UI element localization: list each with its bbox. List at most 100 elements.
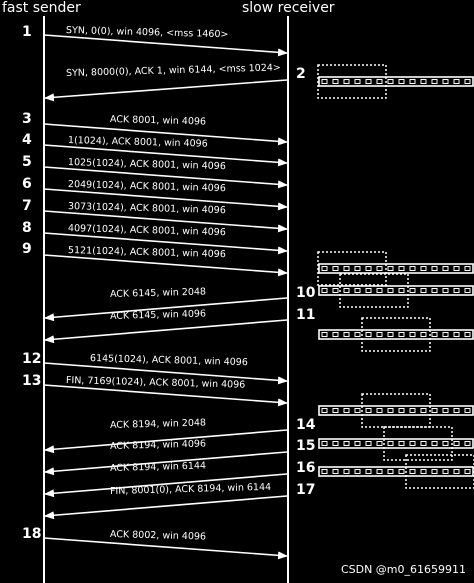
- buffer-cell: [464, 408, 471, 413]
- message-arrow: [43, 254, 288, 277]
- buffer-cell: [365, 332, 372, 337]
- step-number: 4: [22, 132, 32, 148]
- buffer-cell: [332, 332, 339, 337]
- buffer-cell: [398, 79, 405, 84]
- step-number: 17: [296, 482, 316, 498]
- window-outline: [405, 454, 474, 489]
- buffer-cell: [464, 79, 471, 84]
- step-number: 6: [22, 176, 32, 192]
- step-number: 8: [22, 220, 32, 236]
- step-number: 9: [22, 241, 32, 257]
- buffer-cell: [398, 441, 405, 446]
- sender-header: fast sender: [2, 0, 81, 16]
- buffer-cell: [376, 441, 383, 446]
- buffer-cell: [332, 408, 339, 413]
- buffer-cell: [431, 266, 438, 271]
- buffer-cell: [332, 288, 339, 293]
- buffer-cell: [431, 79, 438, 84]
- message-arrow: [43, 210, 288, 233]
- step-number: 10: [296, 285, 316, 301]
- watermark: CSDN @m0_61659911: [340, 563, 466, 576]
- buffer-cell: [321, 408, 328, 413]
- buffer-cell: [354, 408, 361, 413]
- buffer-cell: [442, 441, 449, 446]
- message-arrow: [43, 34, 288, 57]
- buffer-cell: [365, 288, 372, 293]
- buffer-cell: [365, 266, 372, 271]
- message-arrow: [43, 537, 288, 560]
- step-number: 16: [296, 460, 316, 476]
- buffer-cell: [464, 469, 471, 474]
- step-number: 1: [22, 24, 32, 40]
- buffer-cell: [420, 288, 427, 293]
- buffer-cell: [354, 288, 361, 293]
- step-number: 12: [22, 351, 42, 367]
- message-arrow: [43, 232, 288, 255]
- buffer-cell: [464, 266, 471, 271]
- buffer-cell: [343, 79, 350, 84]
- buffer-cell: [453, 266, 460, 271]
- message-arrow: [44, 495, 288, 520]
- buffer-cell: [420, 79, 427, 84]
- buffer-cell: [343, 469, 350, 474]
- buffer-cell: [321, 332, 328, 337]
- step-number: 11: [296, 307, 316, 323]
- message-arrow: [44, 297, 288, 322]
- buffer-cell: [409, 288, 416, 293]
- buffer-bar: [318, 285, 474, 296]
- buffer-cell: [354, 332, 361, 337]
- buffer-cell: [354, 441, 361, 446]
- window-outline: [317, 251, 387, 286]
- step-number: 14: [296, 417, 316, 433]
- buffer-cell: [420, 441, 427, 446]
- buffer-cell: [409, 332, 416, 337]
- buffer-cell: [376, 79, 383, 84]
- buffer-cell: [464, 441, 471, 446]
- buffer-cell: [431, 332, 438, 337]
- buffer-cell: [398, 469, 405, 474]
- message-arrow: [44, 429, 288, 454]
- buffer-cell: [442, 469, 449, 474]
- buffer-cell: [321, 288, 328, 293]
- buffer-cell: [321, 441, 328, 446]
- buffer-cell: [376, 408, 383, 413]
- buffer-cell: [365, 469, 372, 474]
- buffer-cell: [431, 408, 438, 413]
- step-number: 3: [22, 111, 32, 127]
- buffer-bar: [318, 263, 474, 274]
- buffer-cell: [376, 288, 383, 293]
- buffer-bar: [318, 405, 474, 416]
- buffer-cell: [442, 266, 449, 271]
- step-number: 5: [22, 154, 32, 170]
- buffer-cell: [376, 266, 383, 271]
- buffer-cell: [453, 288, 460, 293]
- buffer-cell: [398, 266, 405, 271]
- buffer-cell: [387, 441, 394, 446]
- window-outline: [361, 393, 431, 428]
- buffer-cell: [387, 408, 394, 413]
- buffer-cell: [387, 266, 394, 271]
- buffer-cell: [321, 266, 328, 271]
- buffer-cell: [321, 469, 328, 474]
- buffer-cell: [321, 79, 328, 84]
- buffer-bar: [318, 76, 474, 87]
- window-outline: [317, 64, 387, 99]
- buffer-cell: [343, 266, 350, 271]
- message-arrow: [43, 144, 288, 167]
- step-number: 13: [22, 373, 42, 389]
- buffer-cell: [453, 79, 460, 84]
- step-number: 7: [22, 198, 32, 214]
- buffer-cell: [332, 441, 339, 446]
- message-arrow: [44, 319, 288, 344]
- message-arrow: [44, 79, 288, 102]
- buffer-cell: [365, 408, 372, 413]
- buffer-cell: [387, 79, 394, 84]
- buffer-cell: [343, 332, 350, 337]
- receiver-header: slow receiver: [242, 0, 335, 16]
- buffer-cell: [398, 408, 405, 413]
- window-outline: [339, 273, 409, 308]
- buffer-cell: [365, 79, 372, 84]
- buffer-bar: [318, 466, 474, 477]
- buffer-cell: [420, 469, 427, 474]
